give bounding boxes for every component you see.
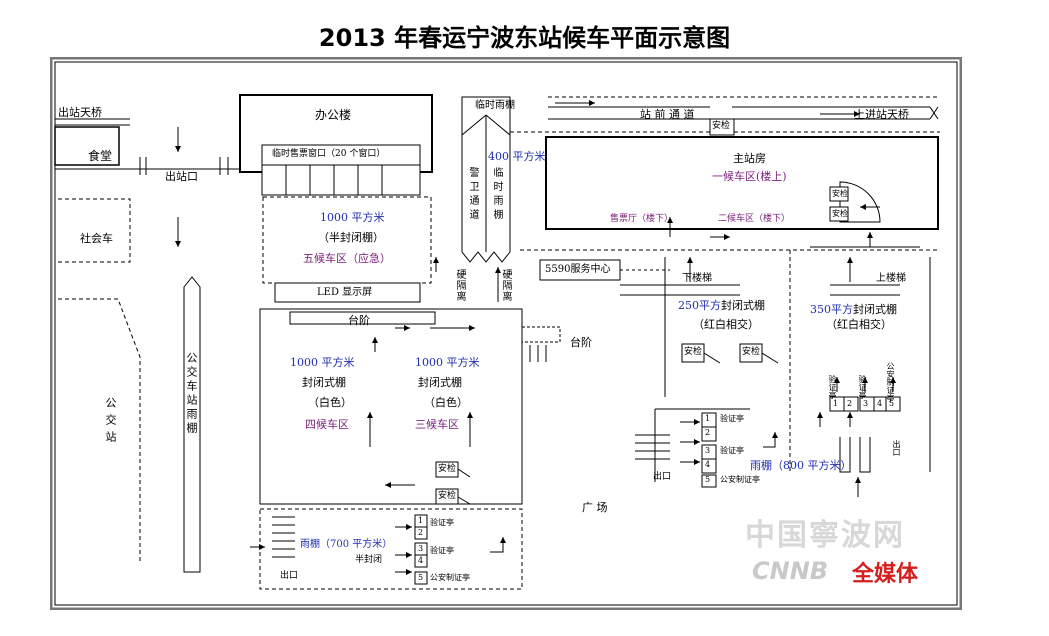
area-250-label: 250平方封闭式棚 — [678, 299, 765, 312]
down-stairs-label: 下楼梯 — [682, 273, 712, 284]
area-1000-a-label: 1000 平方米 — [320, 211, 385, 224]
verify-booth-d: 验证亭 — [720, 446, 744, 455]
verify-booth-c: 验证亭 — [720, 414, 744, 423]
security-label-3: 安检 — [712, 121, 731, 131]
temp-ticket-label: 临时售票窗口（20 个窗口） — [272, 149, 386, 159]
police-lane-label: 警卫通道 — [467, 167, 478, 223]
waiting1-label: 一候车区(楼上) — [712, 170, 787, 183]
booth-e-n1: 1 — [418, 516, 424, 525]
hard-sep-label-1: 硬隔离 — [454, 269, 465, 302]
waiting5-label: 五候车区（应急） — [303, 252, 391, 265]
booth-e-n3: 3 — [418, 544, 424, 553]
verify-booth-a: 验证亭 — [828, 375, 837, 399]
exit-label: 出站口 — [165, 170, 198, 183]
page-title: 2013 年春运宁波东站候车平面示意图 — [318, 24, 731, 52]
waiting4-label: 四候车区 — [305, 418, 349, 431]
exit-left-label: 出口 — [280, 571, 299, 581]
booth-e-n2: 2 — [418, 528, 424, 537]
exit-center-label: 出口 — [653, 472, 672, 482]
square-label: 广 场 — [582, 501, 608, 514]
canteen-label: 食堂 — [88, 149, 113, 163]
service-center-label: 5590服务中心 — [545, 264, 611, 275]
verify-booth-e: 验证亭 — [430, 518, 454, 527]
temp-rain-shed-label: 临时雨棚 — [491, 167, 502, 223]
police-booth-e: 公安制证亭 — [430, 573, 470, 582]
watermark-logo: 中国寧波网 — [745, 518, 905, 553]
waiting3-label: 三候车区 — [415, 418, 459, 431]
security-label-1: 安检 — [438, 464, 457, 474]
exit-bridge-label: 出站天桥 — [58, 106, 102, 119]
watermark-media: 全媒体 — [852, 562, 919, 587]
security-label-4: 安检 — [832, 189, 848, 198]
office-label: 办公楼 — [315, 108, 352, 122]
booth-n3: 3 — [863, 399, 869, 408]
floor-plan-lines — [50, 57, 962, 610]
hard-sep-label-2: 硬隔离 — [500, 269, 511, 302]
up-stairs-label: 上楼梯 — [876, 273, 906, 284]
exit-right-label: 出口 — [892, 440, 901, 456]
area-350-label: 350平方封闭式棚 — [810, 303, 897, 316]
bus-stop-shed-label: 公交车站雨棚 — [185, 352, 198, 436]
booth-c-n4: 4 — [705, 460, 711, 469]
main-station-label: 主站房 — [733, 152, 766, 165]
ticket-hall-label: 售票厅（楼下） — [610, 214, 674, 224]
upper-bridge-label: 上进站天桥 — [854, 108, 909, 121]
booth-n4: 4 — [877, 399, 883, 408]
security-label-7: 安检 — [742, 347, 761, 357]
rain-shed-700-label: 雨棚（700 平方米） — [300, 539, 393, 550]
verify-booth-f: 验证亭 — [430, 546, 454, 555]
booth-c-n2: 2 — [705, 428, 711, 437]
semi-closed-label: 半封闭 — [355, 555, 383, 565]
led-label: LED 显示屏 — [317, 287, 373, 298]
area-1000-c-label: 1000 平方米 — [415, 356, 480, 369]
booth-e-n4: 4 — [418, 556, 424, 565]
floor-plan: 出站天桥 食堂 出站口 社会车 公交站 公交车站雨棚 办公楼 临时售票窗口（20… — [50, 57, 962, 610]
redwhite-350-label: （红白相交） — [826, 318, 892, 331]
steps-label: 台阶 — [348, 314, 370, 327]
half-closed-label: （半封闭棚） — [318, 231, 384, 244]
booth-c-n1: 1 — [705, 414, 711, 423]
white-b-label: （白色） — [308, 396, 352, 409]
booth-c-n3: 3 — [705, 446, 711, 455]
police-booth-c: 公安制证亭 — [720, 475, 760, 484]
rain-shed-800-label: 雨棚（800 平方米） — [750, 459, 852, 472]
security-label-5: 安检 — [832, 209, 848, 218]
booth-e-n5: 5 — [418, 573, 424, 582]
watermark-cnnb: CNNB — [752, 557, 829, 585]
security-label-2: 安检 — [438, 491, 457, 501]
security-label-6: 安检 — [684, 347, 703, 357]
redwhite-250-label: （红白相交） — [693, 318, 759, 331]
verify-booth-b: 验证亭 — [858, 375, 867, 399]
police-booth-v: 公安制证亭 — [886, 362, 895, 402]
booth-n5: 5 — [889, 399, 895, 408]
area-1000-b-label: 1000 平方米 — [290, 356, 355, 369]
temp-shed-label: 临时雨棚 — [475, 100, 515, 111]
closed-b-label: 封闭式棚 — [302, 376, 346, 389]
front-lane-label: 站 前 通 道 — [640, 108, 695, 121]
booth-n1: 1 — [833, 399, 839, 408]
booth-n2: 2 — [847, 399, 853, 408]
closed-c-label: 封闭式棚 — [418, 376, 462, 389]
area-400-label: 400 平方米 — [488, 150, 546, 163]
bus-station-label: 公交站 — [104, 397, 117, 448]
waiting2-label: 二候车区（楼下） — [718, 214, 791, 224]
social-bus-label: 社会车 — [80, 232, 113, 245]
white-c-label: （白色） — [424, 396, 468, 409]
steps-right-label: 台阶 — [570, 336, 592, 349]
booth-c-n5: 5 — [705, 475, 711, 484]
